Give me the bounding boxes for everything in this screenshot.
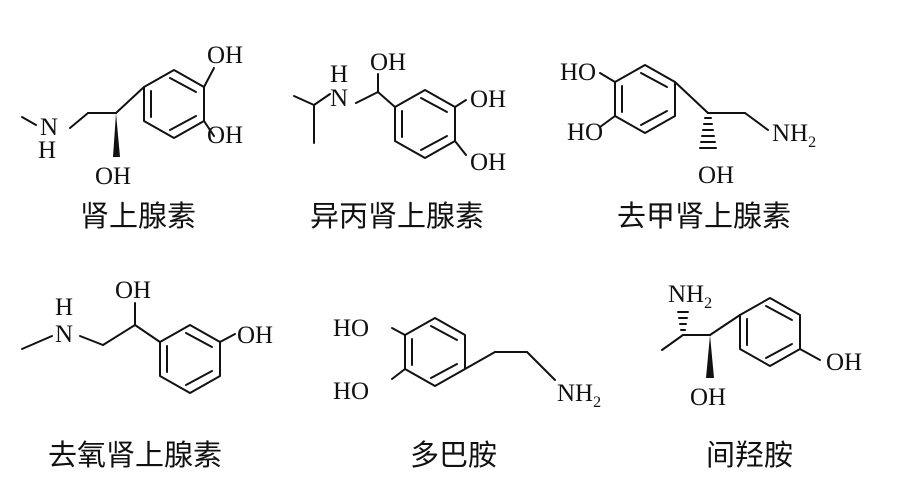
hashed-bond [677, 311, 689, 331]
label-ho-top: HO [560, 59, 596, 86]
bond-n-chain [79, 335, 104, 346]
bond-chain [102, 324, 136, 346]
bond-ho-bottom [391, 368, 406, 380]
bond-oh-ring [219, 333, 236, 343]
compound-metaraminol: NH2 OH OH 间羟胺 [661, 281, 862, 472]
bond-oh-bottom [454, 140, 467, 156]
label-h: H [38, 137, 56, 164]
label-n: N [330, 85, 348, 112]
bond-oh-top [203, 67, 215, 88]
benzene-ring [394, 89, 456, 159]
compound-dopamine: HO HO NH2 多巴胺 [333, 315, 601, 472]
label-oh-top: OH [207, 42, 243, 69]
wedge-bond [706, 335, 714, 378]
bond-methyl [21, 116, 37, 126]
label-h: H [55, 294, 73, 321]
bond-n [744, 112, 769, 131]
bond-oh-ring [799, 348, 821, 361]
label-ho-bottom: HO [333, 378, 369, 405]
bond-ring-chain [115, 86, 145, 114]
label-ho-bottom: HO [567, 119, 603, 146]
compound-name: 间羟胺 [706, 438, 793, 472]
label-oh-chain: OH [370, 49, 406, 76]
label-oh-ring: OH [237, 322, 273, 349]
label-oh-bottom: OH [470, 149, 506, 176]
compound-isoproterenol: H N OH OH OH 异丙肾上腺素 [293, 49, 506, 233]
label-oh-top: OH [470, 86, 506, 113]
compound-phenylephrine: H N OH OH 去氧肾上腺素 [21, 277, 273, 472]
bond-n-chain [69, 112, 89, 129]
benzene-ring [143, 69, 205, 139]
compound-name: 异丙肾上腺素 [310, 199, 484, 233]
label-oh-chain: OH [95, 163, 131, 190]
compound-epinephrine: OH OH N H OH 肾上腺素 [21, 42, 243, 233]
compound-name: 肾上腺素 [80, 199, 196, 233]
bond-oh-top [454, 99, 467, 108]
benzene-ring [159, 324, 221, 394]
bond-n-isopropyl [313, 93, 331, 106]
label-nh2: NH2 [772, 120, 816, 151]
label-nh2: NH2 [668, 281, 712, 312]
label-n: N [40, 114, 58, 141]
compound-name: 多巴胺 [410, 438, 497, 472]
benzene-ring [614, 64, 676, 134]
bond-oh-right [203, 120, 215, 137]
bond-ring-chain [134, 324, 161, 343]
bond-ho-bottom [599, 115, 616, 128]
compound-name: 去甲肾上腺素 [617, 199, 791, 233]
label-oh-chain: OH [698, 162, 734, 189]
hashed-bond [699, 117, 717, 149]
bond-chain [355, 91, 379, 104]
wedge-bond [113, 113, 120, 157]
benzene-ring [404, 317, 466, 387]
compound-name: 去氧肾上腺素 [48, 438, 222, 472]
benzene-ring [739, 297, 801, 367]
label-oh-chain: OH [115, 277, 151, 304]
bond-ring-chain [377, 91, 396, 108]
label-oh-ring: OH [826, 349, 862, 376]
bond-methyl [661, 334, 684, 351]
bond-ring-chain [674, 81, 709, 114]
bond-isopropyl-a [293, 95, 315, 106]
bond-ho-top [391, 327, 406, 336]
bond-chain-3 [526, 351, 556, 381]
label-ho-top: HO [333, 315, 369, 342]
bond-chain-1 [464, 351, 496, 370]
compound-norepinephrine: HO HO NH2 OH 去甲肾上腺素 [560, 59, 816, 233]
bond-methyl [21, 335, 53, 350]
label-oh-chain: OH [690, 384, 726, 411]
bond-ho-top [599, 72, 616, 83]
label-h: H [330, 61, 348, 88]
bond-ring-chain [709, 314, 741, 336]
label-nh2: NH2 [557, 380, 601, 411]
label-oh-right: OH [207, 122, 243, 149]
label-n: N [55, 321, 73, 348]
